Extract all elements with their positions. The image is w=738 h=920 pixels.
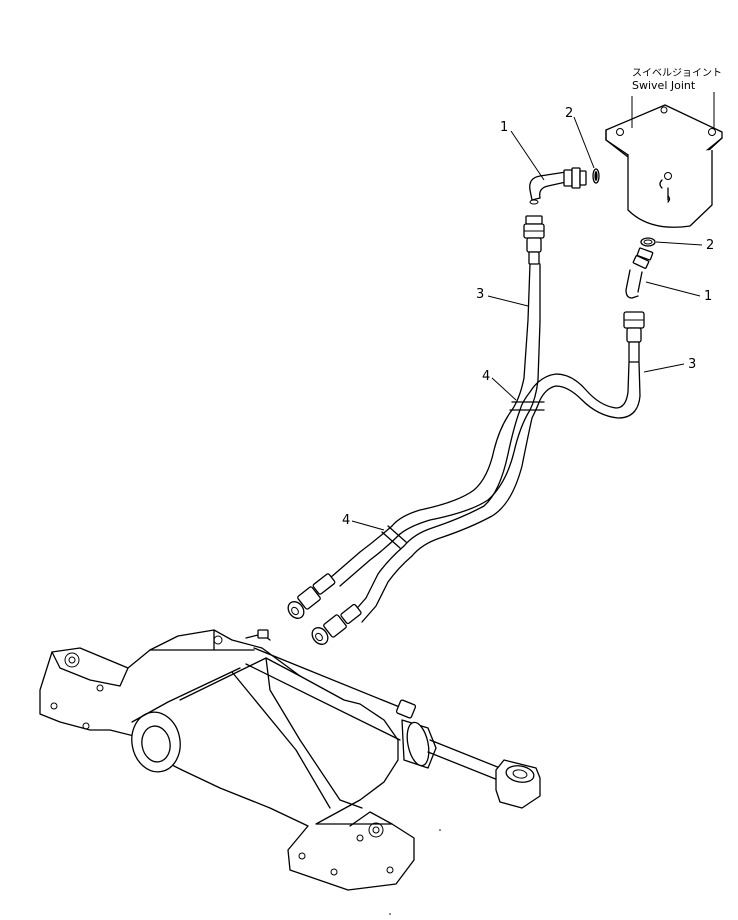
callout-1-left: 1 bbox=[500, 120, 545, 181]
svg-text:4: 4 bbox=[482, 369, 490, 384]
swivel-joint-label-en: Swivel Joint bbox=[632, 79, 696, 92]
svg-text:4: 4 bbox=[342, 513, 350, 528]
o-ring-top bbox=[592, 168, 600, 184]
callout-4-upper: 4 bbox=[482, 369, 517, 401]
swivel-joint: スイベルジョイント Swivel Joint bbox=[605, 67, 723, 228]
hose-right bbox=[351, 311, 645, 623]
hose-clamp-lower bbox=[381, 525, 407, 549]
swivel-joint-label-jp: スイベルジョイント bbox=[632, 67, 722, 79]
svg-text:1: 1 bbox=[704, 289, 712, 304]
elbow-fitting-top bbox=[529, 167, 587, 205]
svg-text:1: 1 bbox=[500, 120, 508, 135]
hose-end-fitting-lower bbox=[311, 603, 362, 645]
hose-end-fitting-upper bbox=[287, 573, 336, 619]
callout-1-right: 1 bbox=[645, 281, 712, 304]
steering-cylinder bbox=[245, 647, 541, 809]
svg-text:3: 3 bbox=[688, 357, 696, 372]
hose-clamp-upper bbox=[509, 401, 545, 411]
svg-text:2: 2 bbox=[706, 238, 714, 253]
o-ring-right bbox=[640, 237, 656, 247]
callout-3-left: 3 bbox=[476, 287, 529, 307]
svg-text:3: 3 bbox=[476, 287, 484, 302]
callout-3-right: 3 bbox=[643, 357, 696, 373]
callout-4-lower: 4 bbox=[342, 513, 385, 531]
axle-housing bbox=[39, 629, 415, 891]
svg-text:2: 2 bbox=[565, 106, 573, 121]
callout-2-top: 2 bbox=[565, 106, 595, 169]
hose-left bbox=[329, 215, 545, 587]
callout-2-right: 2 bbox=[655, 238, 714, 253]
elbow-fitting-right bbox=[625, 247, 654, 299]
